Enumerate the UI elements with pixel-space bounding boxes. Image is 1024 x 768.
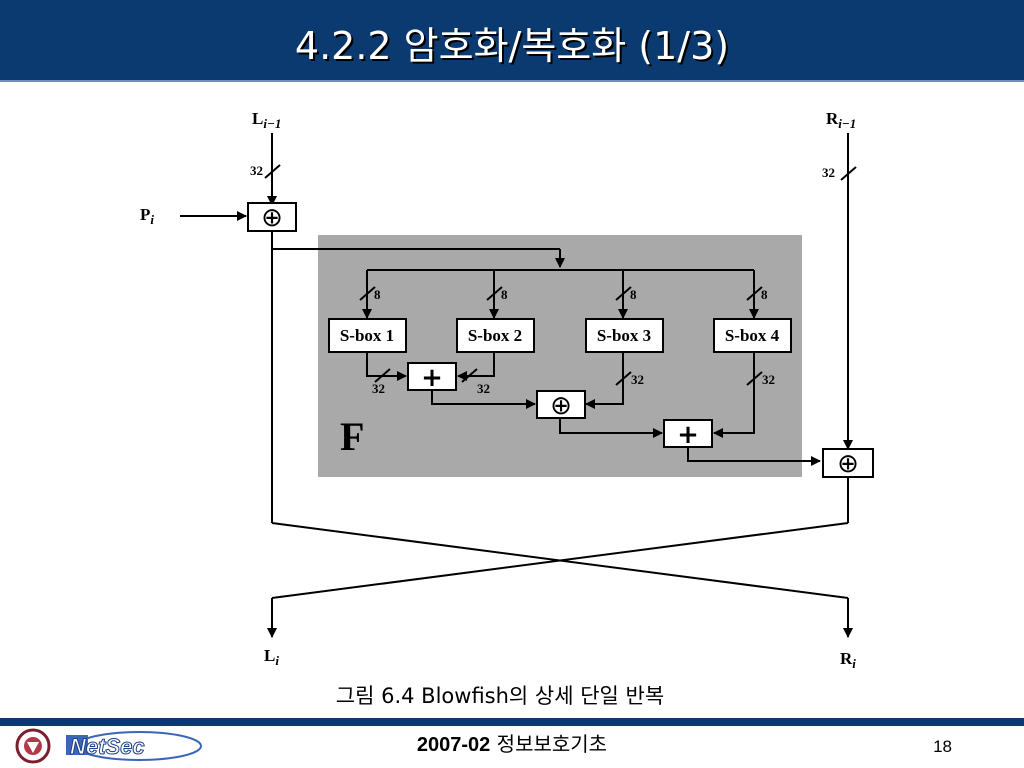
sbox-1-label: S-box 1 [340, 326, 394, 345]
slash-sbox3-in [615, 286, 632, 301]
f-output [687, 447, 821, 466]
cross-line-right-to-left [271, 522, 849, 599]
width-right-in: 32 [822, 165, 835, 180]
footer-logos: NetSec [15, 728, 202, 764]
svg-text:NetSec: NetSec [70, 734, 145, 759]
width-sbox1-out: 32 [372, 381, 385, 396]
slash-sbox4-out [746, 371, 763, 386]
adder1-out [431, 390, 536, 409]
figure-caption: 그림 6.4 Blowfish의 상세 단일 반복 [335, 684, 665, 708]
label-left-output: Li [264, 646, 279, 668]
slash-sbox2-out [461, 368, 478, 383]
slash-right-in [840, 166, 857, 181]
adder-box-1 [407, 362, 457, 391]
sbox-3-label: S-box 3 [597, 326, 651, 345]
footer-band [0, 718, 1024, 726]
sbox-3-box [585, 318, 664, 353]
xor-box-p [247, 202, 297, 232]
xor-symbol-f: ⊕ [550, 391, 572, 421]
netsec-logo-icon: NetSec [66, 731, 202, 761]
sbox-2-box [456, 318, 535, 353]
width-sbox4-out: 32 [762, 372, 775, 387]
sbox-4-label: S-box 4 [725, 326, 780, 345]
sbox-4-box [713, 318, 792, 353]
xor-symbol-r: ⊕ [837, 449, 859, 479]
label-right-input: Ri−1 [826, 109, 856, 131]
f-function-label: F [340, 414, 364, 459]
slash-sbox4-in [746, 286, 763, 301]
xor-out [559, 418, 663, 438]
width-sbox3-in: 8 [630, 287, 637, 302]
sbox3-out [585, 352, 624, 409]
slash-sbox2-in [486, 286, 503, 301]
add-symbol-2: + [677, 420, 699, 450]
width-sbox2-in: 8 [501, 287, 508, 302]
page-number: 18 [933, 737, 952, 756]
label-left-input: Li−1 [252, 109, 281, 131]
sbox-2-label: S-box 2 [468, 326, 522, 345]
footer-year: 2007-02 [416, 734, 491, 756]
sbox1-out [366, 352, 407, 381]
width-sbox3-out: 32 [631, 372, 644, 387]
xor-symbol-p: ⊕ [261, 203, 283, 233]
width-sbox4-in: 8 [761, 287, 768, 302]
header-bar [0, 0, 1024, 82]
f-function-region [318, 235, 802, 477]
slash-sbox3-out [615, 371, 632, 386]
xor-box-f [536, 390, 586, 419]
adder-box-2 [663, 419, 713, 448]
width-left-in: 32 [250, 163, 263, 178]
slash-sbox1-in [359, 286, 376, 301]
width-sbox2-out: 32 [477, 381, 490, 396]
university-seal-icon [15, 728, 51, 764]
label-right-output: Ri [840, 649, 856, 671]
footer-course-name: 정보보호기초 [496, 732, 608, 756]
xor-box-r [822, 448, 874, 478]
slash-left-in [264, 164, 281, 179]
slide-title: 4.2.2 암호화/복호화 (1/3) [294, 24, 730, 68]
label-p-input: Pi [140, 205, 154, 227]
slash-sbox1-out [374, 368, 391, 383]
sbox-1-box [328, 318, 407, 353]
width-sbox1-in: 8 [374, 287, 381, 302]
footer-course: 2007-02 정보보호기초 [0, 728, 1024, 757]
add-symbol-1: + [421, 363, 443, 393]
